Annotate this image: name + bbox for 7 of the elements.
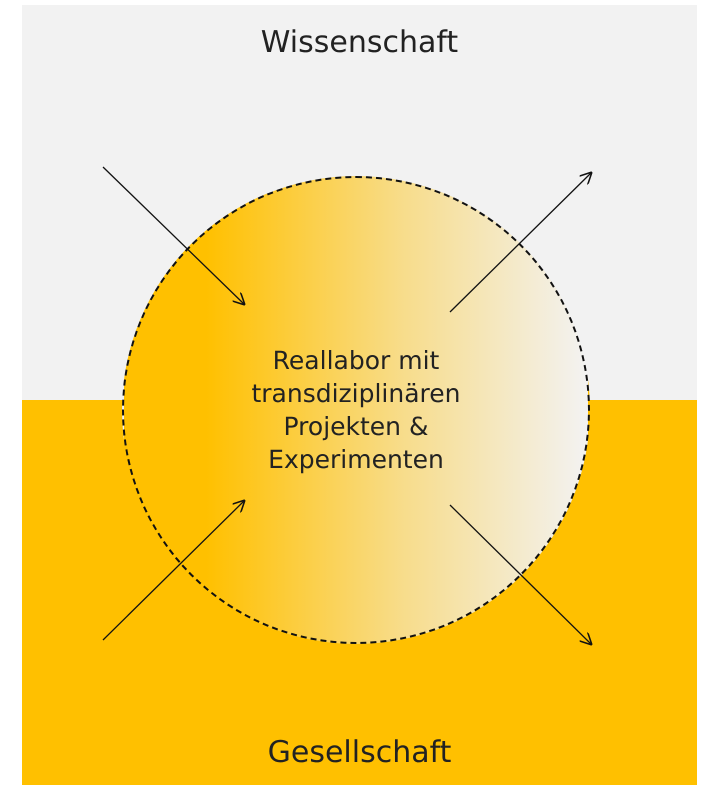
arrow (450, 504, 593, 646)
arrow (102, 166, 246, 306)
band-label: Gesellschaft (266, 735, 452, 770)
arrow (450, 171, 593, 312)
band-label: Wissenschaft (260, 25, 460, 60)
circle-label: Reallabor mit transdiziplinären Projekten & Experimenten (250, 345, 462, 476)
arrow (102, 499, 246, 640)
